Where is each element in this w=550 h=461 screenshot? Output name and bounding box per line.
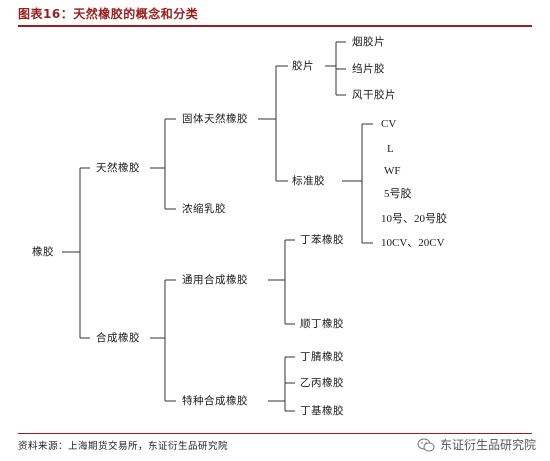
node-concentrated-latex: 浓缩乳胶 xyxy=(182,203,226,215)
node-solid-natural-rubber: 固体天然橡胶 xyxy=(182,113,248,125)
node-smoked-sheet: 烟胶片 xyxy=(352,36,385,48)
connector-natural xyxy=(150,118,176,210)
node-epr: 乙丙橡胶 xyxy=(300,377,344,389)
node-air-dried-sheet: 风干胶片 xyxy=(352,89,396,101)
node-iir: 丁基橡胶 xyxy=(300,405,344,417)
node-general-synthetic: 通用合成橡胶 xyxy=(182,274,248,286)
footer-rule xyxy=(18,433,532,434)
node-br: 顺丁橡胶 xyxy=(300,318,344,330)
source-note: 资料来源：上海期货交易所，东证衍生品研究院 xyxy=(18,441,229,452)
watermark: 东证衍生品研究院 xyxy=(417,436,536,453)
node-grade-10-20: 10号、20号胶 xyxy=(381,213,447,225)
connector-synthetic xyxy=(150,279,176,402)
figure-title: 图表16：天然橡胶的概念和分类 xyxy=(18,7,199,21)
wechat-icon xyxy=(417,438,435,451)
node-nbr: 丁腈橡胶 xyxy=(300,351,344,363)
node-grade-cv: CV xyxy=(381,118,397,130)
node-special-synthetic: 特种合成橡胶 xyxy=(182,395,248,407)
node-crepe-sheet: 绉片胶 xyxy=(352,63,385,75)
node-sheet-rubber: 胶片 xyxy=(292,60,314,72)
connector-root xyxy=(62,167,90,339)
connector-general xyxy=(268,239,295,325)
watermark-text: 东证衍生品研究院 xyxy=(439,438,536,452)
title-rule xyxy=(18,25,532,27)
connector-solid xyxy=(258,65,288,182)
node-synthetic-rubber: 合成橡胶 xyxy=(96,332,140,344)
node-natural-rubber: 天然橡胶 xyxy=(96,162,140,174)
connector-standard xyxy=(342,123,373,244)
node-grade-10cv-20cv: 10CV、20CV xyxy=(381,237,445,249)
connector-special xyxy=(268,356,295,412)
node-standard-rubber: 标准胶 xyxy=(292,175,325,187)
node-sbr: 丁苯橡胶 xyxy=(300,234,344,246)
node-grade-wf: WF xyxy=(384,165,401,177)
node-rubber: 橡胶 xyxy=(32,246,54,258)
node-grade-5: 5号胶 xyxy=(384,188,412,200)
node-grade-l: L xyxy=(387,143,394,155)
connector-sheet xyxy=(325,41,346,96)
